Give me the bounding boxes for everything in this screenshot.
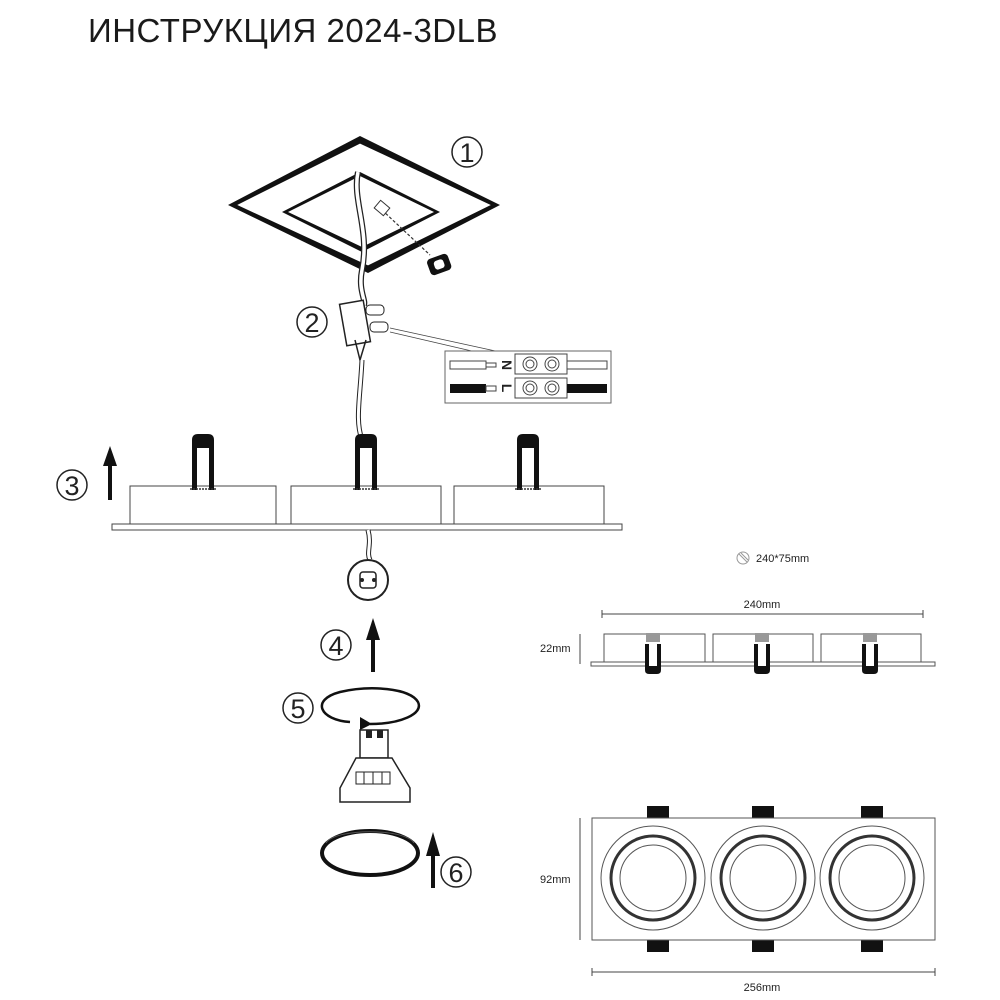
svg-text:5: 5 xyxy=(290,694,305,724)
wiring-inset: N L xyxy=(444,350,612,404)
step-2-marker: 2 xyxy=(296,306,328,338)
svg-text:256mm: 256mm xyxy=(744,982,781,994)
svg-text:1: 1 xyxy=(459,138,474,168)
top-view: 92mm 256mm xyxy=(540,806,936,994)
arrow-up-icon xyxy=(103,446,117,500)
svg-text:92mm: 92mm xyxy=(540,874,571,886)
step-4-marker: 4 xyxy=(320,629,352,661)
svg-text:240mm: 240mm xyxy=(744,599,781,611)
svg-text:240*75mm: 240*75mm xyxy=(756,553,809,565)
svg-text:4: 4 xyxy=(328,631,343,661)
step-5-marker: 5 xyxy=(282,692,314,724)
step-6-marker: 6 xyxy=(440,856,472,888)
svg-text:L: L xyxy=(499,384,515,393)
svg-text:22mm: 22mm xyxy=(540,643,571,655)
side-view: 240mm 22mm xyxy=(540,599,936,674)
fixture-frame xyxy=(111,434,623,531)
svg-text:2: 2 xyxy=(304,308,319,338)
gu10-bulb xyxy=(339,729,411,803)
svg-text:N: N xyxy=(499,360,515,370)
arrow-up-icon xyxy=(366,618,380,672)
page-title: ИНСТРУКЦИЯ 2024-3DLB xyxy=(88,12,498,49)
gu10-socket xyxy=(347,529,389,601)
arrow-up-icon xyxy=(426,832,440,888)
step-1-marker: 1 xyxy=(451,136,483,168)
cutout-spec: 240*75mm xyxy=(736,551,809,565)
svg-text:3: 3 xyxy=(64,471,79,501)
terminal-connector xyxy=(338,299,501,441)
rotate-arrow-icon xyxy=(320,687,421,730)
step-3-marker: 3 xyxy=(56,469,88,501)
trim-ring xyxy=(320,829,420,877)
svg-text:6: 6 xyxy=(448,858,463,888)
ceiling-cutout xyxy=(228,136,500,307)
